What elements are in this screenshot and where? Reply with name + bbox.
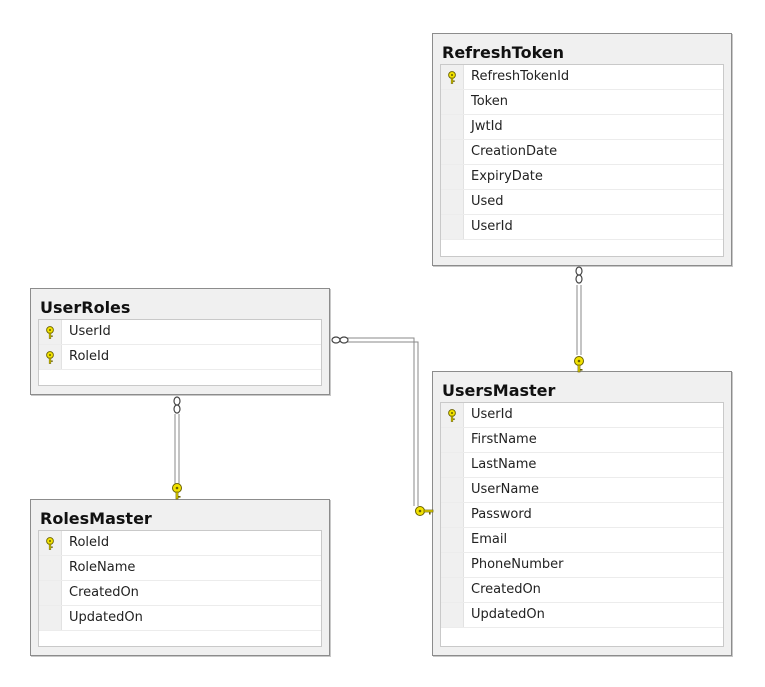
column-row[interactable]: UserId — [39, 320, 321, 345]
table-title[interactable]: UserRoles — [40, 298, 131, 317]
infinity-end-refreshtoken — [575, 266, 583, 284]
infinity-end-userroles-roles — [173, 396, 181, 414]
row-selector — [441, 115, 464, 139]
row-selector — [441, 215, 464, 239]
row-selector — [441, 165, 464, 189]
row-selector — [441, 403, 464, 427]
row-selector — [39, 320, 62, 344]
column-name: Used — [471, 194, 504, 209]
column-name: Token — [471, 94, 508, 109]
column-name: Password — [471, 507, 532, 522]
column-name: UpdatedOn — [471, 607, 545, 622]
row-selector — [441, 140, 464, 164]
column-name: ExpiryDate — [471, 169, 543, 184]
column-name: UserId — [471, 407, 513, 422]
column-row[interactable]: JwtId — [441, 115, 723, 140]
column-row[interactable]: UserId — [441, 403, 723, 428]
column-row[interactable]: Email — [441, 528, 723, 553]
column-name: UserId — [471, 219, 513, 234]
column-name: CreationDate — [471, 144, 558, 159]
column-row[interactable]: Token — [441, 90, 723, 115]
column-row[interactable]: Used — [441, 190, 723, 215]
column-row[interactable]: RefreshTokenId — [441, 65, 723, 90]
column-row[interactable]: ExpiryDate — [441, 165, 723, 190]
row-selector — [441, 503, 464, 527]
column-name: RoleId — [69, 349, 110, 364]
table-title[interactable]: UsersMaster — [442, 381, 556, 400]
column-name: UserName — [471, 482, 539, 497]
row-selector — [39, 345, 62, 369]
column-name: PhoneNumber — [471, 557, 564, 572]
row-selector — [39, 531, 62, 555]
column-row[interactable]: LastName — [441, 453, 723, 478]
column-name: RoleName — [69, 560, 136, 575]
column-row[interactable]: PhoneNumber — [441, 553, 723, 578]
column-row[interactable]: RoleId — [39, 531, 321, 556]
table-title[interactable]: RefreshToken — [442, 43, 565, 62]
row-selector — [441, 65, 464, 89]
row-selector — [441, 603, 464, 627]
key-icon — [415, 506, 434, 516]
column-name: RefreshTokenId — [471, 69, 570, 84]
row-selector — [39, 606, 62, 630]
relationship-refreshtoken-usersmaster[interactable] — [575, 266, 583, 355]
row-selector — [441, 428, 464, 452]
column-name: UpdatedOn — [69, 610, 143, 625]
column-row[interactable]: UpdatedOn — [39, 606, 321, 631]
row-selector — [441, 528, 464, 552]
row-selector — [441, 553, 464, 577]
column-row[interactable]: RoleName — [39, 556, 321, 581]
column-row[interactable]: CreatedOn — [39, 581, 321, 606]
key-icon — [574, 356, 584, 373]
row-selector — [441, 453, 464, 477]
column-name: FirstName — [471, 432, 537, 447]
column-name: UserId — [69, 324, 111, 339]
column-row[interactable]: Password — [441, 503, 723, 528]
infinity-end-userroles — [331, 336, 349, 344]
column-row[interactable]: RoleId — [39, 345, 321, 370]
relationship-userroles-rolesmaster[interactable] — [173, 396, 181, 484]
row-selector — [441, 190, 464, 214]
column-row[interactable]: FirstName — [441, 428, 723, 453]
column-name: RoleId — [69, 535, 110, 550]
column-name: Email — [471, 532, 508, 547]
column-row[interactable]: UserName — [441, 478, 723, 503]
column-name: JwtId — [471, 119, 503, 134]
row-selector — [441, 578, 464, 602]
row-selector — [39, 581, 62, 605]
column-row[interactable]: UserId — [441, 215, 723, 240]
row-selector — [441, 478, 464, 502]
key-icon — [172, 483, 182, 500]
column-name: CreatedOn — [471, 582, 541, 597]
column-name: LastName — [471, 457, 537, 472]
column-row[interactable]: UpdatedOn — [441, 603, 723, 628]
column-row[interactable]: CreationDate — [441, 140, 723, 165]
column-row[interactable]: CreatedOn — [441, 578, 723, 603]
row-selector — [39, 556, 62, 580]
row-selector — [441, 90, 464, 114]
table-title[interactable]: RolesMaster — [40, 509, 152, 528]
column-name: CreatedOn — [69, 585, 139, 600]
relationship-userroles-usersmaster[interactable] — [331, 336, 419, 506]
